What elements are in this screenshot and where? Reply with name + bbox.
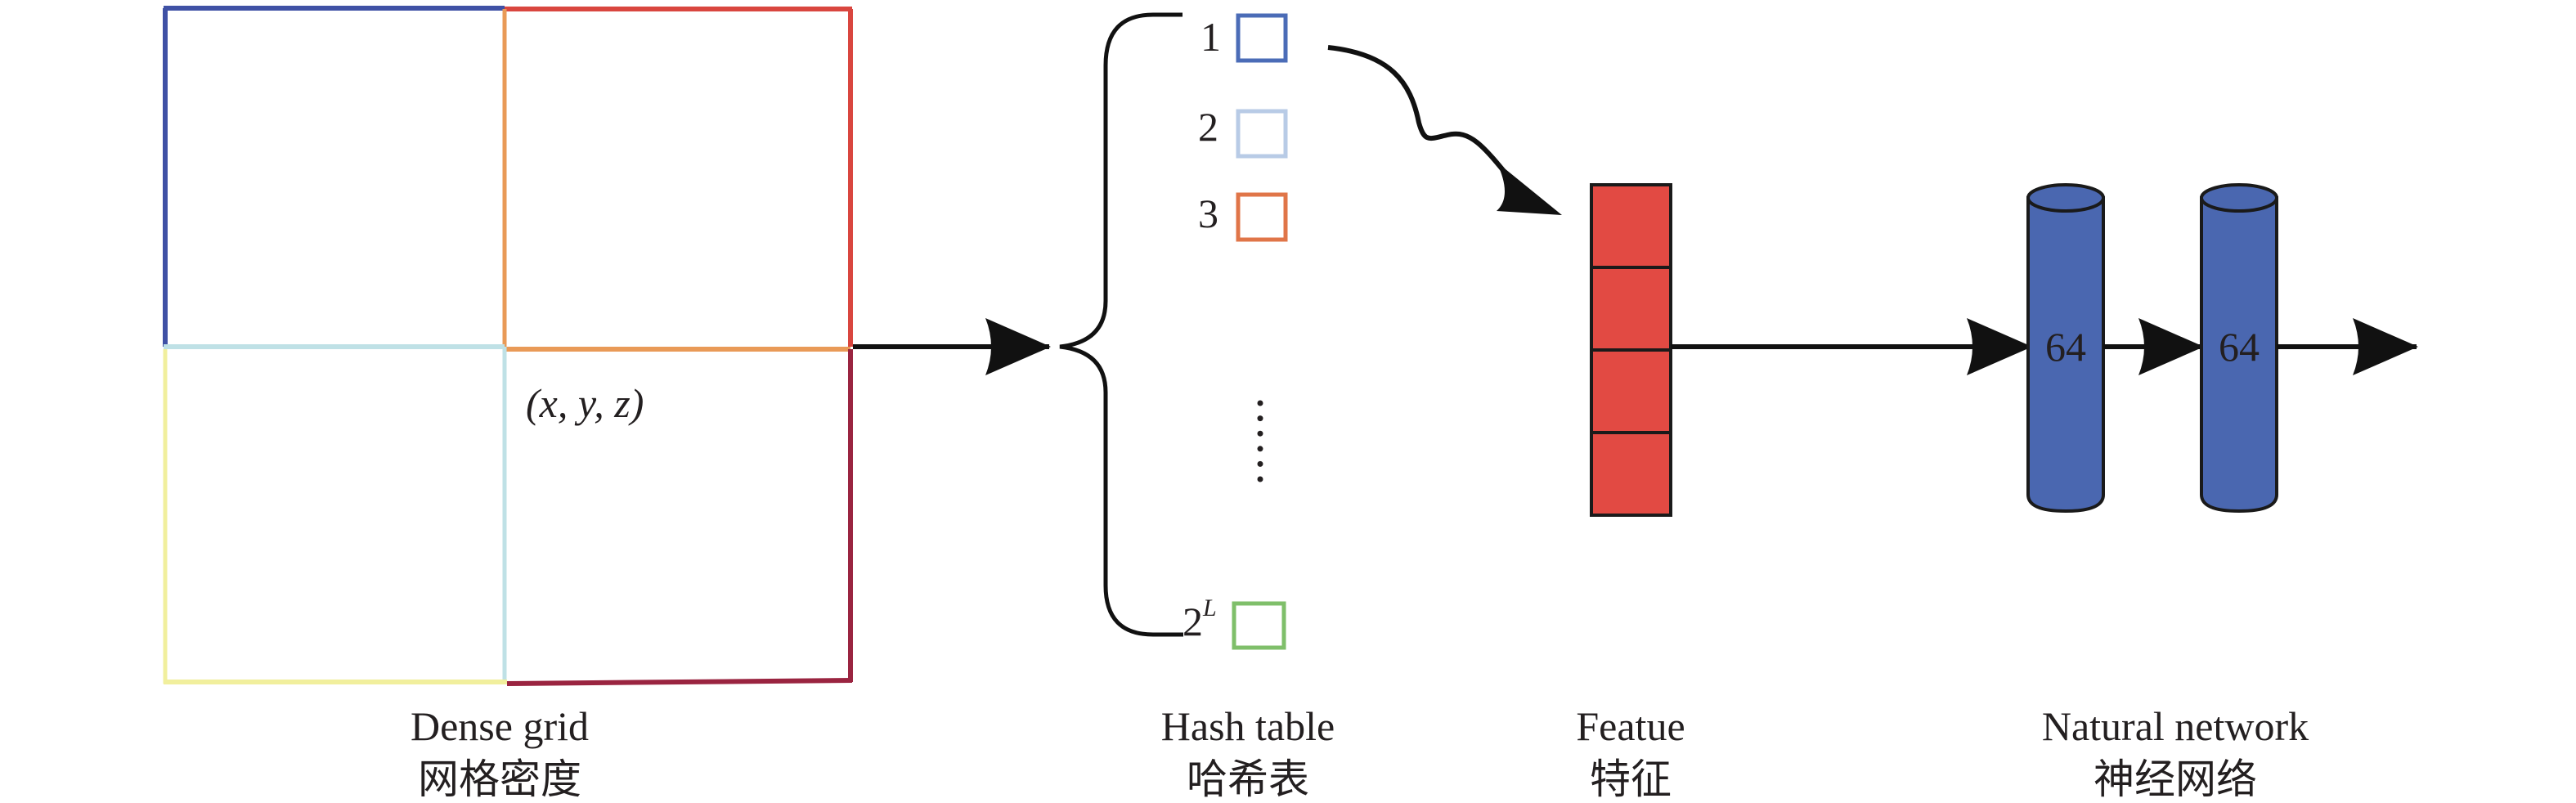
caption-en: Dense grid	[411, 703, 589, 749]
hash-entry-2: 2	[1198, 104, 1288, 159]
hash-entry-index: 1	[1200, 14, 1221, 60]
feature-vector	[1590, 183, 1672, 517]
caption-zh: 特征	[1590, 756, 1672, 802]
point-coordinate-label: (x, y, z)	[526, 380, 644, 426]
ellipsis-dot	[1257, 400, 1263, 406]
neural-network: 64 64	[2026, 183, 2418, 514]
ellipsis-dot	[1257, 476, 1263, 482]
caption-en: Natural network	[2042, 703, 2309, 749]
feature-segment	[1590, 266, 1672, 352]
dense-grid: (x, y, z)	[163, 6, 853, 686]
hash-table: 1 2 3 2L	[1059, 12, 1288, 650]
hash-table-brace	[1059, 12, 1183, 637]
layer-cylinder-top	[2026, 183, 2105, 213]
ellipsis-dot	[1257, 446, 1263, 452]
arrow-hash-to-feature	[1327, 45, 1524, 194]
hash-entry-index: 2L	[1183, 594, 1217, 644]
layer-cylinder-body	[2200, 196, 2278, 514]
ellipsis-dot	[1257, 430, 1263, 437]
hash-entry-index: 3	[1198, 191, 1218, 236]
caption-zh: 网格密度	[418, 756, 581, 802]
layer-units-label: 64	[2045, 324, 2086, 370]
layer-units-label: 64	[2219, 324, 2260, 370]
caption-feature: Featue 特征	[1576, 703, 1685, 802]
caption-neural-network: Natural network 神经网络	[2042, 703, 2309, 802]
caption-hash-table: Hash table 哈希表	[1161, 703, 1335, 802]
network-layer-2: 64	[2200, 183, 2278, 514]
network-layer-1: 64	[2026, 183, 2105, 514]
caption-zh: 哈希表	[1187, 756, 1309, 802]
caption-zh: 神经网络	[2094, 756, 2257, 802]
caption-en: Hash table	[1161, 703, 1335, 749]
hash-entry-slot	[1232, 601, 1286, 650]
hash-entry-slot	[1236, 13, 1288, 63]
ellipsis-dot	[1257, 415, 1263, 422]
feature-segment	[1590, 431, 1672, 517]
feature-segment	[1590, 183, 1672, 269]
caption-dense-grid: Dense grid 网格密度	[411, 703, 589, 802]
index-superscript: L	[1202, 594, 1217, 621]
hash-entry-slot	[1236, 192, 1288, 242]
hash-entry-3: 3	[1198, 191, 1288, 242]
index-base: 2	[1183, 599, 1203, 644]
feature-segment	[1590, 348, 1672, 434]
ellipsis-dots	[1257, 400, 1263, 482]
layer-cylinder-body	[2026, 196, 2105, 514]
arrow-hash-to-feature-head	[1497, 162, 1562, 215]
hash-entry-1: 1	[1200, 13, 1288, 63]
caption-en: Featue	[1576, 703, 1685, 749]
hash-entry-index: 2	[1198, 104, 1218, 150]
ellipsis-dot	[1257, 460, 1263, 467]
hash-entry-slot	[1236, 109, 1288, 159]
layer-cylinder-top	[2200, 183, 2278, 213]
hash-entry-last: 2L	[1183, 594, 1286, 650]
grid-edge-bottom-right	[506, 678, 853, 686]
